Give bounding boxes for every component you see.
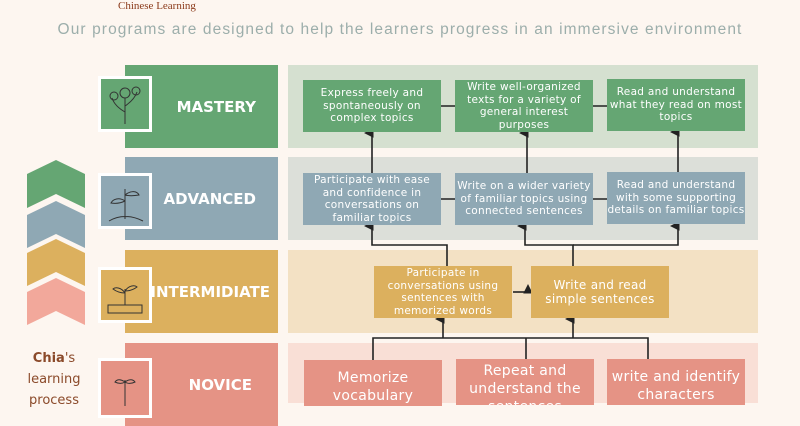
connectors xyxy=(364,105,680,360)
chevron-intermediate xyxy=(27,239,85,286)
chevron-novice xyxy=(27,278,85,325)
skill-box: Participate in conversations using sente… xyxy=(374,266,512,318)
skill-box: Express freely and spontaneously on comp… xyxy=(303,80,441,132)
level-label: ADVANCED xyxy=(163,189,256,208)
level-label: MASTERY xyxy=(176,97,256,116)
subtitle: Our programs are designed to help the le… xyxy=(57,21,743,38)
skill-box: Write and read simple sentences xyxy=(531,266,669,318)
skill-box: Repeat and understand the sentences xyxy=(456,359,594,405)
level-label: NOVICE xyxy=(188,375,252,394)
skill-box: write and identify characters xyxy=(607,359,745,405)
skill-box: Read and understand with some supporting… xyxy=(607,172,745,224)
logo-text: Chinese Learning xyxy=(118,0,196,12)
sprout-icon xyxy=(98,267,152,323)
skill-box: Read and understand what they read on mo… xyxy=(607,79,745,131)
skill-box: Write on a wider variety of familiar top… xyxy=(455,173,593,225)
chevron-advanced xyxy=(27,201,85,248)
label-line2: learning xyxy=(27,372,81,387)
brand-name: Chia xyxy=(32,351,65,366)
skill-box: Participate with ease and confidence in … xyxy=(303,173,441,225)
brand-suffix: 's xyxy=(64,351,76,366)
skill-box: Write well-organized texts for a variety… xyxy=(455,80,593,132)
young-plant-icon xyxy=(98,173,152,229)
level-label: INTERMIDIATE xyxy=(150,282,270,301)
skill-box: Memorize vocabulary xyxy=(304,360,442,406)
flower-icon xyxy=(98,76,152,132)
progress-chevrons xyxy=(27,160,85,325)
chevron-mastery xyxy=(27,160,85,208)
